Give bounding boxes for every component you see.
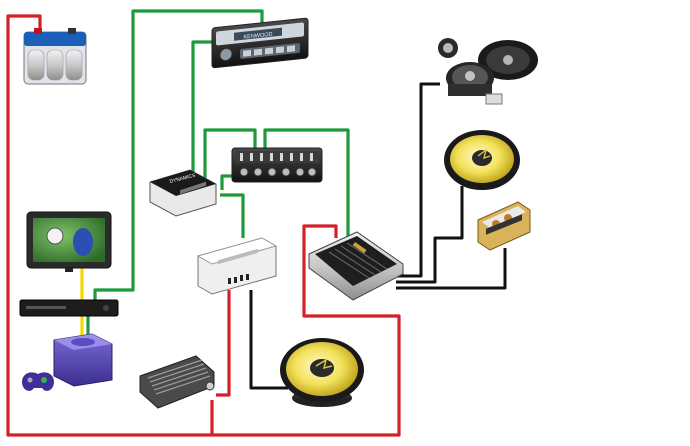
- signal-wire-headunit-to-converter: [191, 40, 218, 175]
- signal-wire-converter-to-eq2: [220, 174, 236, 190]
- signal-wires: [86, 9, 350, 340]
- equalizer-icon[interactable]: [231, 147, 323, 183]
- signal-wire-eq-to-small-amp: [220, 193, 245, 238]
- signal-wire-converter-to-eq: [203, 128, 257, 178]
- speaker-wires: [249, 82, 507, 390]
- speaker-wire-to-midbass: [396, 186, 464, 284]
- line-output-converter-icon[interactable]: DYNAMICS: [149, 169, 217, 217]
- subwoofer-speaker-icon[interactable]: [280, 338, 364, 407]
- power-capacitor-icon[interactable]: [139, 355, 215, 409]
- lcd-monitor-icon[interactable]: [26, 211, 112, 272]
- power-wires: [6, 14, 401, 437]
- amplifier-small-icon[interactable]: [196, 237, 278, 295]
- speaker-wire-to-crossover: [396, 248, 507, 290]
- midbass-speaker-icon[interactable]: [444, 130, 520, 190]
- head-unit-brand: KENWOOD: [244, 32, 273, 41]
- power-wire-small-amp: [216, 290, 231, 397]
- power-wire-main: [6, 14, 401, 437]
- game-console-icon[interactable]: [22, 333, 113, 391]
- amplifier-large-icon[interactable]: [308, 231, 404, 301]
- speaker-wire-to-subwoofer: [249, 290, 288, 390]
- speaker-wire-to-component: [396, 82, 440, 278]
- signal-wire-headunit-to-dvd: [93, 9, 264, 300]
- signal-wire-eq-to-large-amp: [263, 128, 350, 238]
- passive-crossover-icon[interactable]: [477, 201, 531, 251]
- component-speaker-set-icon[interactable]: [438, 38, 538, 105]
- car-stereo-head-unit-icon[interactable]: KENWOOD: [211, 17, 309, 69]
- car-battery-icon[interactable]: [23, 28, 87, 85]
- dvd-player-icon[interactable]: [19, 299, 119, 317]
